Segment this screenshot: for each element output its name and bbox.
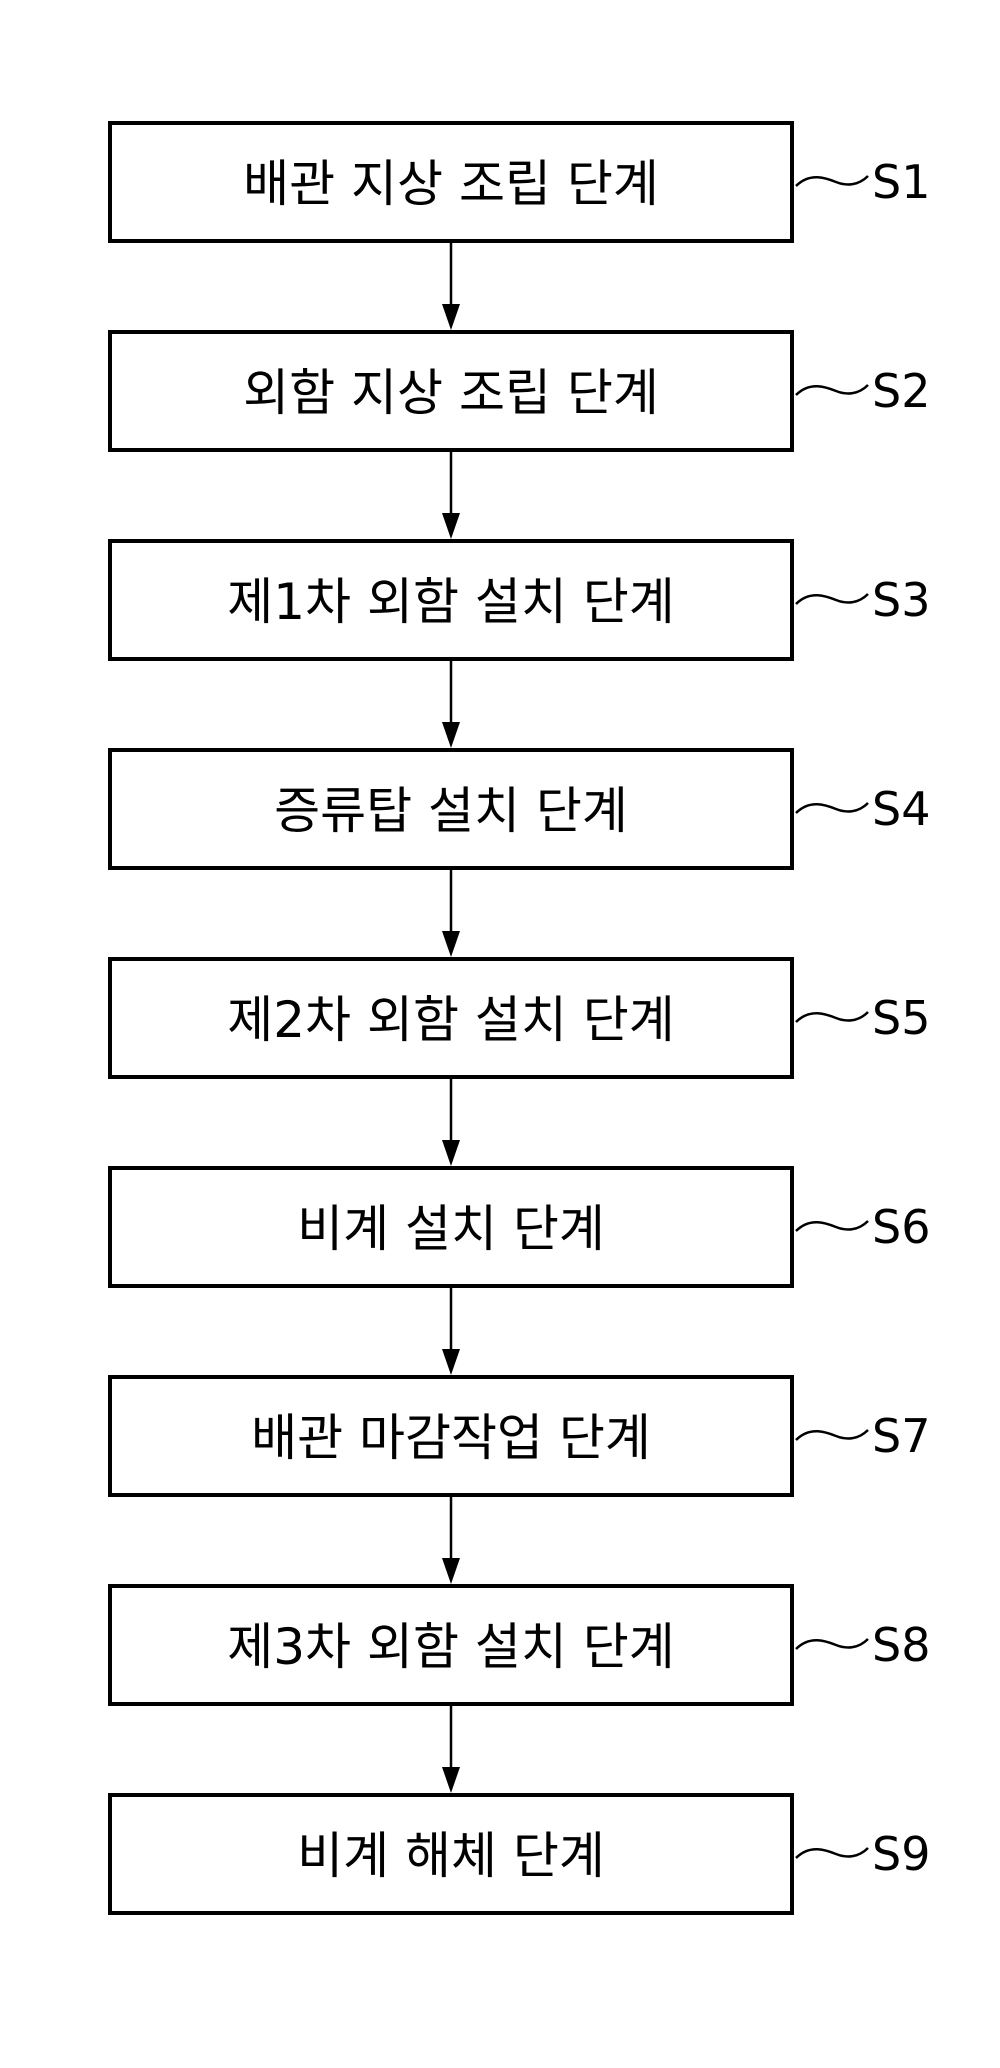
step-box-s1: 배관 지상 조립 단계	[110, 123, 792, 241]
step-label: 배관 지상 조립 단계	[243, 155, 659, 213]
leader-line-s7	[796, 1430, 868, 1440]
arrowhead-icon	[442, 304, 460, 330]
arrowhead-icon	[442, 513, 460, 539]
step-id-label: S2	[872, 364, 930, 418]
arrowhead-icon	[442, 1767, 460, 1793]
step-label: 배관 마감작업 단계	[251, 1409, 651, 1467]
step-label: 제3차 외함 설치 단계	[227, 1618, 675, 1676]
step-id-label: S7	[872, 1409, 930, 1463]
step-label: 비계 설치 단계	[297, 1200, 605, 1258]
leader-line-s9	[796, 1848, 868, 1858]
leader-line-s2	[796, 385, 868, 395]
step-id-label: S5	[872, 991, 930, 1045]
leader-line-s5	[796, 1012, 868, 1022]
arrowhead-icon	[442, 722, 460, 748]
flow-arrow-s8-to-s9	[442, 1706, 460, 1793]
step-id-label: S4	[872, 782, 930, 836]
step-id-label: S8	[872, 1618, 930, 1672]
arrowhead-icon	[442, 1558, 460, 1584]
step-id-label: S9	[872, 1827, 930, 1881]
step-label: 제1차 외함 설치 단계	[227, 573, 675, 631]
step-id-label: S1	[872, 155, 930, 209]
flow-arrow-s2-to-s3	[442, 452, 460, 539]
flow-arrow-s1-to-s2	[442, 243, 460, 330]
leader-line-s3	[796, 594, 868, 604]
arrowhead-icon	[442, 1349, 460, 1375]
flow-arrow-s5-to-s6	[442, 1079, 460, 1166]
step-box-s7: 배관 마감작업 단계	[110, 1377, 792, 1495]
steps-layer: 배관 지상 조립 단계외함 지상 조립 단계제1차 외함 설치 단계증류탑 설치…	[110, 123, 792, 1913]
arrowhead-icon	[442, 1140, 460, 1166]
step-box-s3: 제1차 외함 설치 단계	[110, 541, 792, 659]
leader-line-s6	[796, 1221, 868, 1231]
arrowhead-icon	[442, 931, 460, 957]
step-box-s2: 외함 지상 조립 단계	[110, 332, 792, 450]
step-box-s5: 제2차 외함 설치 단계	[110, 959, 792, 1077]
flow-arrow-s6-to-s7	[442, 1288, 460, 1375]
step-box-s4: 증류탑 설치 단계	[110, 750, 792, 868]
step-label: 외함 지상 조립 단계	[243, 364, 659, 422]
step-id-label: S3	[872, 573, 930, 627]
step-id-label: S6	[872, 1200, 930, 1254]
flow-arrow-s7-to-s8	[442, 1497, 460, 1584]
step-box-s9: 비계 해체 단계	[110, 1795, 792, 1913]
step-label: 증류탑 설치 단계	[274, 782, 628, 840]
step-label: 제2차 외함 설치 단계	[227, 991, 675, 1049]
flow-arrow-s3-to-s4	[442, 661, 460, 748]
step-box-s6: 비계 설치 단계	[110, 1168, 792, 1286]
step-box-s8: 제3차 외함 설치 단계	[110, 1586, 792, 1704]
leader-line-s4	[796, 803, 868, 813]
leader-line-s8	[796, 1639, 868, 1649]
leader-line-s1	[796, 176, 868, 186]
step-label: 비계 해체 단계	[297, 1827, 605, 1885]
flow-arrow-s4-to-s5	[442, 870, 460, 957]
